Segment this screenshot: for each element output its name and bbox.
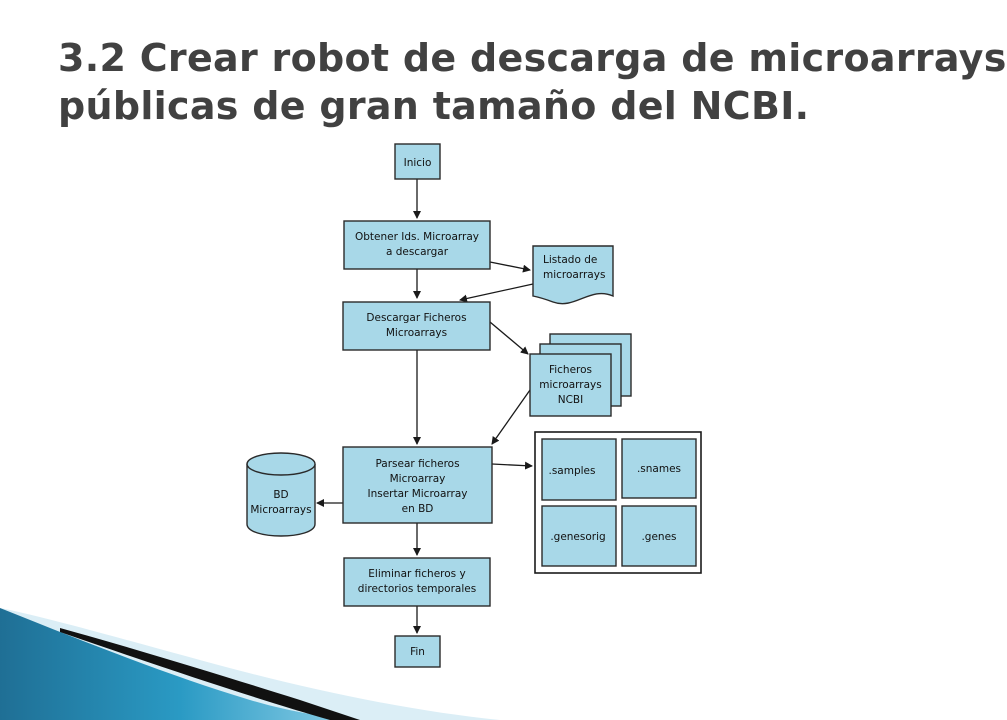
node-descargar-label-1: Descargar Ficheros: [366, 312, 466, 324]
node-inicio-label: Inicio: [404, 157, 432, 169]
node-bd-label-2: Microarrays: [250, 504, 311, 516]
file-genesorig: [541, 505, 617, 567]
edge-obtener-listado: [489, 261, 531, 273]
node-fin: Fin: [394, 635, 441, 668]
node-obtener-ids-label-2: a descargar: [386, 246, 449, 258]
edge-ficheros-parsear: [491, 389, 531, 445]
node-ficheros-label-2: microarrays: [539, 379, 601, 391]
decorative-swoosh: [0, 608, 500, 720]
node-parsear-ficheros: Parsear ficheros Microarray Insertar Mic…: [342, 446, 493, 524]
node-descargar-label-2: Microarrays: [386, 327, 447, 339]
node-descargar-ficheros: Descargar Ficheros Microarrays: [342, 301, 491, 351]
node-eliminar-label-1: Eliminar ficheros y: [368, 568, 465, 580]
node-eliminar-ficheros: Eliminar ficheros y directorios temporal…: [343, 557, 491, 607]
slide-title: 3.2 Crear robot de descarga de microarra…: [58, 34, 1007, 130]
file-genes: [621, 505, 697, 567]
node-parsear-label-2: Microarray: [390, 473, 446, 485]
file-snames-label: .snames: [637, 463, 681, 475]
file-genesorig-label: .genesorig: [550, 531, 605, 543]
node-ficheros-label-3: NCBI: [558, 394, 584, 406]
node-ficheros-ncbi: Ficheros microarrays NCBI: [529, 333, 632, 417]
edge-parsear-files: [491, 461, 533, 470]
node-fin-label: Fin: [410, 646, 425, 658]
file-samples-label: .samples: [549, 465, 596, 477]
flowchart-edges: [316, 179, 534, 634]
edge-listado-descargar: [459, 283, 534, 303]
node-eliminar-label-2: directorios temporales: [358, 583, 476, 595]
node-parsear-label-1: Parsear ficheros: [375, 458, 459, 470]
node-listado-microarrays: Listado de microarrays: [532, 245, 614, 305]
node-inicio: Inicio: [394, 143, 441, 180]
node-parsear-label-3: Insertar Microarray: [368, 488, 468, 500]
node-output-files: .samples .snames .genesorig .genes: [534, 431, 702, 574]
node-ficheros-label-1: Ficheros: [549, 364, 592, 376]
slide-title-line-1: 3.2 Crear robot de descarga de microarra…: [58, 36, 1007, 80]
node-bd-label-1: BD: [273, 489, 288, 501]
node-obtener-ids: Obtener Ids. Microarray a descargar: [343, 220, 491, 270]
slide-title-line-2: públicas de gran tamaño del NCBI.: [58, 84, 810, 128]
node-listado-label-2: microarrays: [543, 269, 605, 281]
edge-descargar-ficheros: [489, 321, 529, 355]
file-snames: [621, 438, 697, 499]
node-bd-microarrays: BD Microarrays: [246, 452, 316, 537]
file-samples: [541, 438, 617, 501]
file-genes-label: .genes: [641, 531, 676, 543]
node-listado-label-1: Listado de: [543, 254, 597, 266]
node-obtener-ids-label-1: Obtener Ids. Microarray: [355, 231, 479, 243]
node-parsear-label-4: en BD: [402, 503, 434, 515]
flowchart-diagram: Inicio Obtener Ids. Microarray a descarg…: [0, 143, 702, 720]
